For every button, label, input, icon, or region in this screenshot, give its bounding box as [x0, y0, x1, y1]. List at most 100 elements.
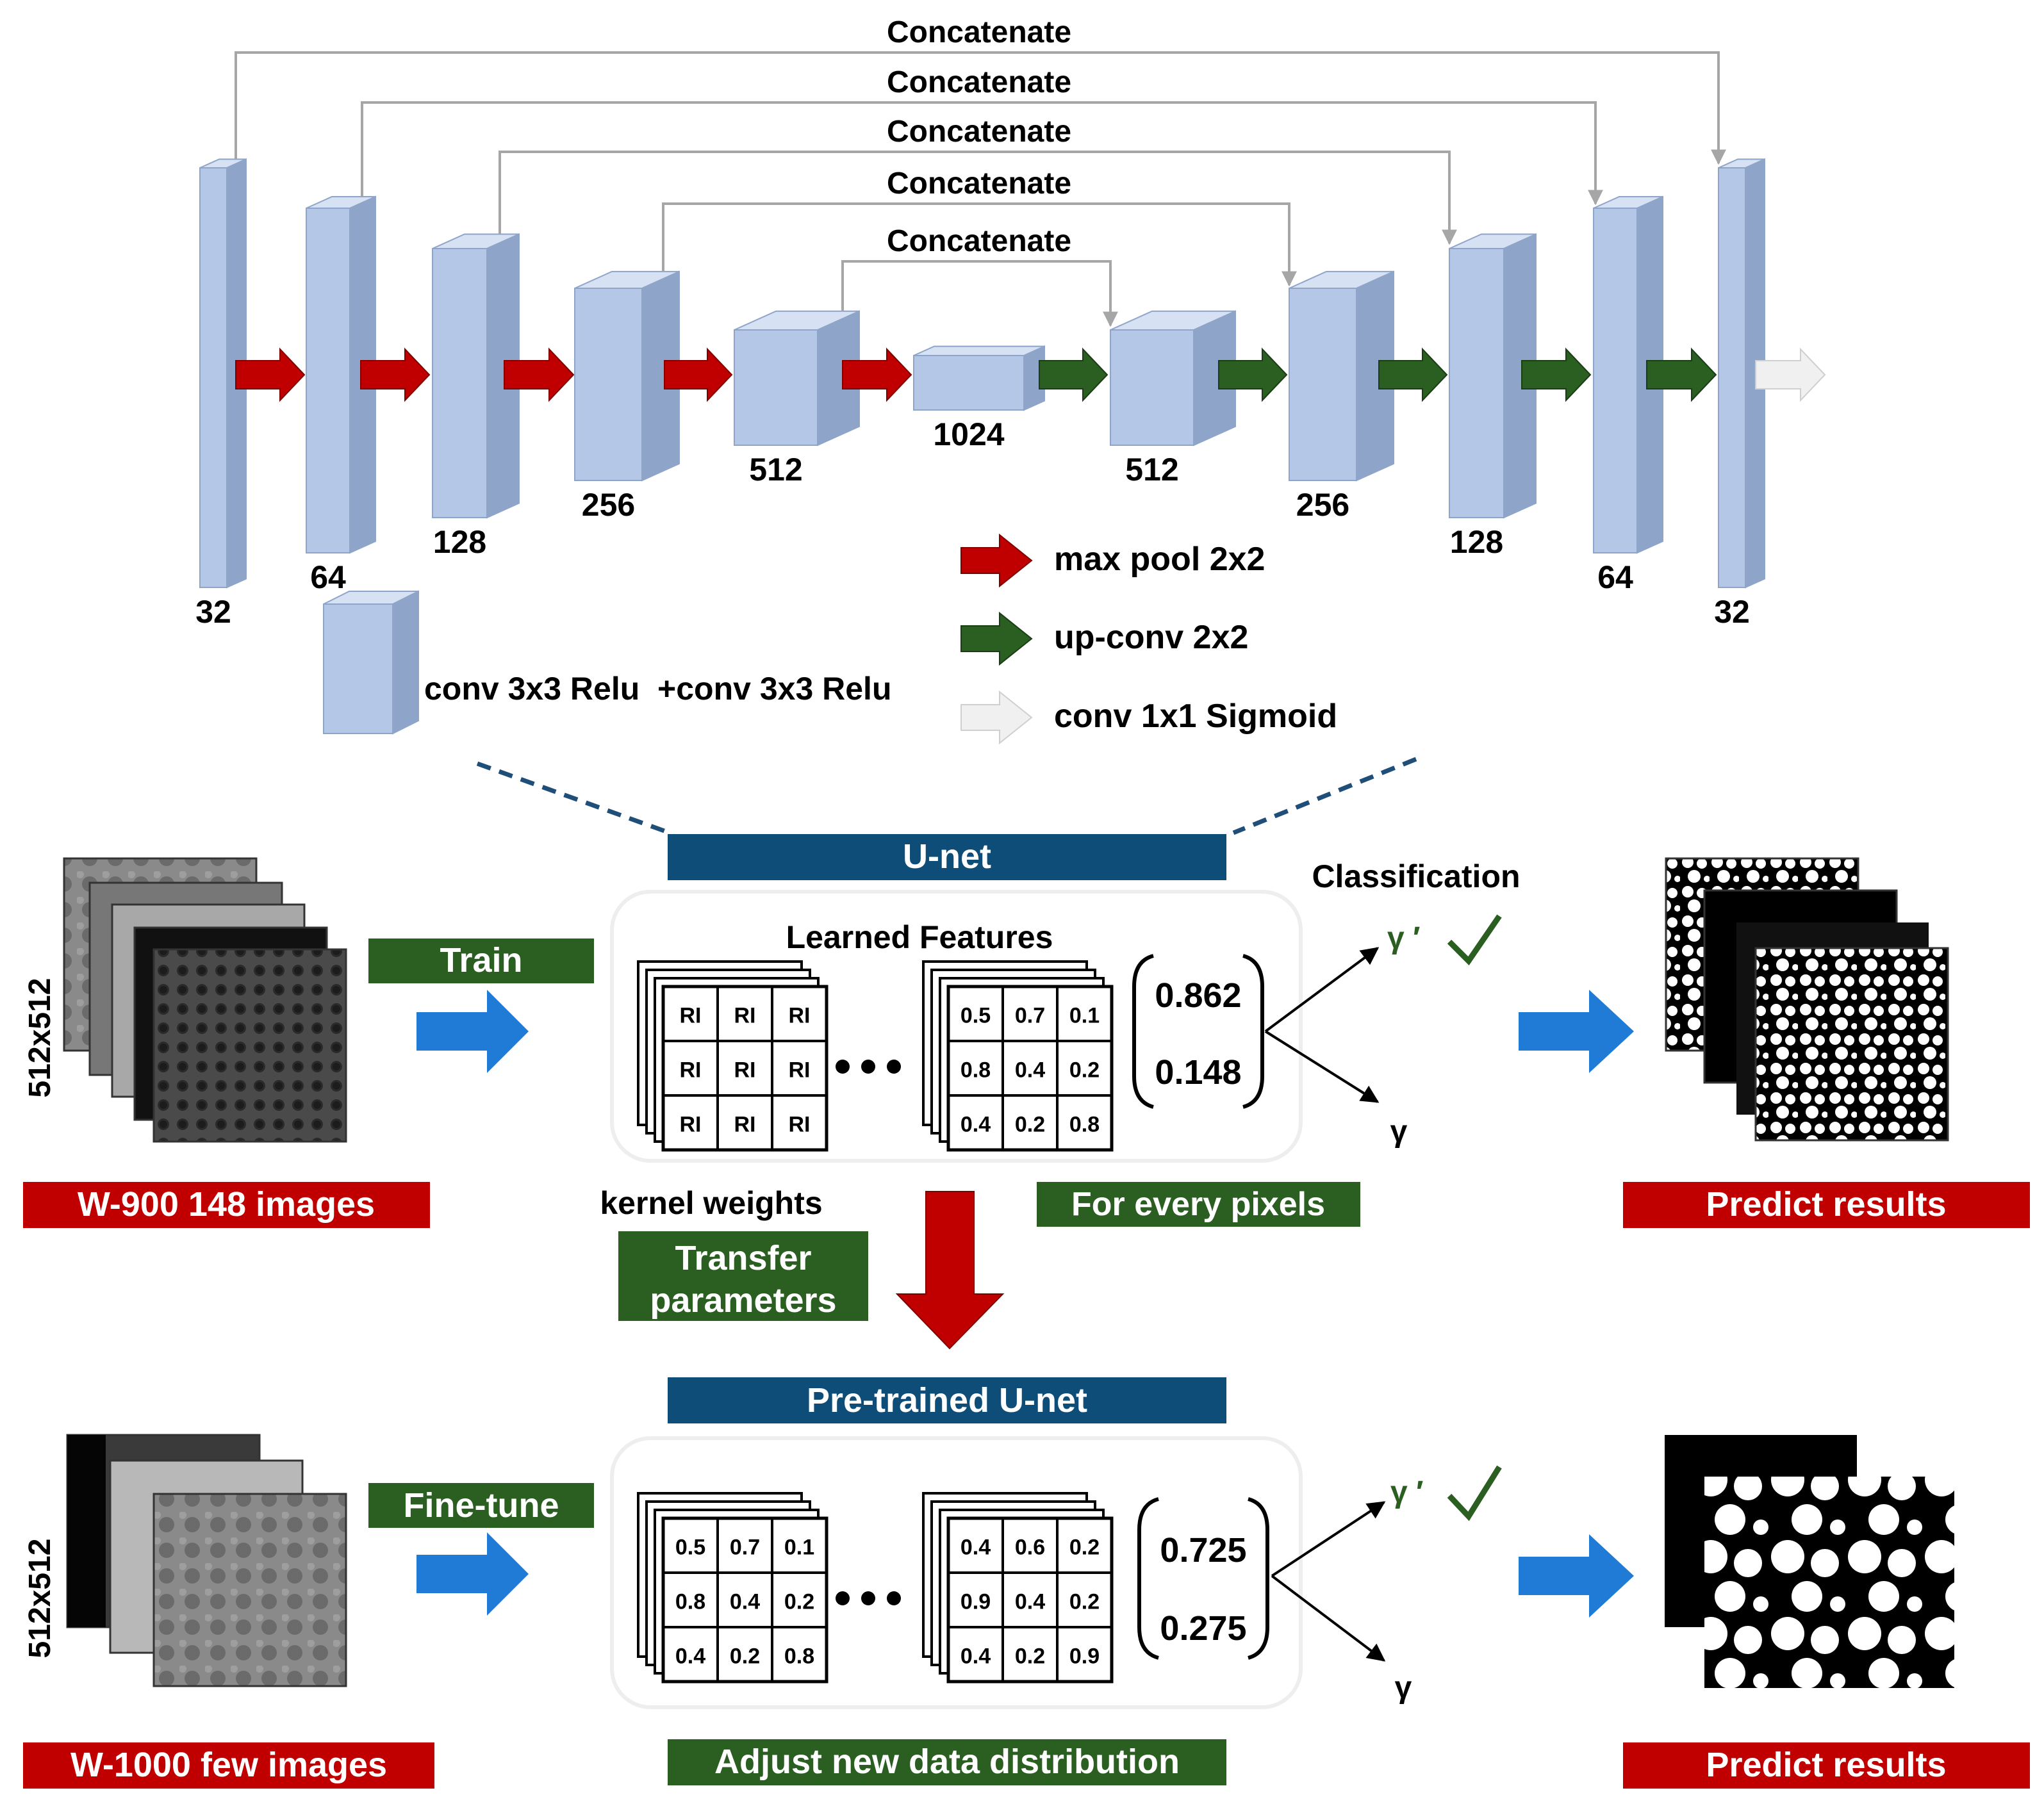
kernel-weights-label: kernel weights [600, 1185, 822, 1221]
bottom-gamma-prime: γ ′ [1390, 1475, 1424, 1509]
kernel-cell [1056, 1626, 1113, 1683]
unet-layer-arrows [235, 347, 1826, 402]
kernel-value: 0.2 [1015, 1113, 1045, 1137]
kernel-value: 0.9 [1069, 1644, 1100, 1669]
kernel-value: 0.2 [1069, 1590, 1100, 1614]
concatenate-line [499, 151, 1457, 245]
kernel-value: RI [680, 1058, 702, 1083]
kernel-value: 0.5 [675, 1536, 705, 1560]
channel-label: 512 [749, 452, 802, 488]
block-front-face [913, 355, 1025, 411]
zoom-line-left [476, 761, 671, 835]
block-front-face [574, 288, 643, 481]
block-front-face [199, 167, 227, 588]
pretrained-banner [668, 1377, 1226, 1423]
top-branch-up [1264, 947, 1380, 1033]
bottom-branch-down [1271, 1575, 1386, 1662]
bottom-branch-up [1271, 1501, 1386, 1577]
block-front-face [1718, 167, 1746, 588]
unet-banner-label: U-net [903, 837, 991, 876]
up-conv-arrow-3 [1521, 347, 1592, 402]
block-front-face [1289, 288, 1357, 481]
bottom-prob-2: 0.275 [1160, 1609, 1246, 1648]
kernel-value: 0.2 [1069, 1058, 1100, 1083]
kernel-cell [771, 1094, 828, 1151]
up-conv-arrow-4 [1646, 347, 1717, 402]
conv-block-7: 256 [1289, 270, 1394, 523]
unet-banner [668, 834, 1226, 880]
kernel-value: RI [789, 1113, 811, 1137]
kernel-value: 0.8 [960, 1058, 991, 1083]
channel-label: 32 [1714, 594, 1750, 630]
w900-label-box [23, 1182, 430, 1228]
channel-label: 1024 [933, 416, 1004, 452]
max-pool-arrow-3 [664, 347, 733, 402]
kernel-value: 0.2 [784, 1590, 814, 1614]
train-label-box [368, 938, 594, 983]
kernel-value: 0.2 [1015, 1644, 1045, 1669]
channel-label: 128 [433, 524, 486, 560]
max-pool-arrow-0 [235, 347, 306, 402]
block-front-face [1110, 329, 1194, 446]
kernel-value: 0.4 [960, 1113, 991, 1137]
channel-label: 64 [310, 559, 346, 595]
concatenate-0: Concatenate [235, 15, 1726, 165]
channel-label: 128 [1450, 524, 1503, 560]
kernel-value: 0.6 [1015, 1536, 1045, 1560]
train-flow-arrow [416, 990, 529, 1073]
bottom-ellipsis [836, 1591, 901, 1605]
concatenate-label: Concatenate [887, 167, 1071, 201]
max-pool-arrow-4 [842, 347, 912, 402]
for-every-pixels-label: For every pixels [1071, 1186, 1325, 1223]
legend-sigmoid-arrow [960, 690, 1033, 745]
top-predict-label: Predict results [1706, 1185, 1946, 1224]
transfer-params-line-1: Transfer [675, 1239, 811, 1277]
bottom-predict-label: Predict results [1706, 1746, 1946, 1784]
top-branch-down [1264, 1030, 1380, 1103]
bottom-predict-stack [1665, 1435, 1954, 1688]
up-conv-arrow-2 [1378, 347, 1448, 402]
bottom-predict-label-box [1623, 1742, 2030, 1789]
kernel-value: 0.8 [1069, 1113, 1100, 1137]
kernel-cell [771, 1626, 828, 1683]
train-label: Train [440, 941, 522, 979]
top-prob-bracket-right [1242, 954, 1264, 1109]
top-prob-1: 0.862 [1155, 976, 1241, 1015]
conv-block-4: 512 [734, 310, 860, 488]
channel-label: 64 [1597, 559, 1633, 595]
bottom-predict-flow-arrow [1519, 1534, 1634, 1618]
kernel-value: RI [734, 1004, 756, 1028]
conv-block-0: 32 [195, 158, 247, 630]
concatenate-3: Concatenate [662, 167, 1297, 287]
kernel-value: 0.5 [960, 1004, 991, 1028]
conv-block-9: 64 [1593, 195, 1663, 595]
adjust-label: Adjust new data distribution [714, 1742, 1180, 1781]
kernel-value: 0.4 [1015, 1590, 1045, 1614]
legend-sigmoid-label: conv 1x1 Sigmoid [1054, 698, 1337, 735]
kernel-value: 0.4 [730, 1590, 760, 1614]
top-prob-bracket-left [1132, 954, 1154, 1109]
legend-conv-label: conv 3x3 Relu +conv 3x3 Relu [424, 671, 892, 707]
legend: conv 3x3 Relu +conv 3x3 Relu max pool 2x… [323, 533, 1337, 745]
bottom-check-icon [1447, 1465, 1502, 1521]
zoom-line-right [1232, 757, 1417, 835]
kernel-value: RI [789, 1058, 811, 1083]
learned-features-label: Learned Features [786, 919, 1053, 955]
top-predict-stack [1665, 857, 1949, 1142]
w1000-input-stack [66, 1434, 347, 1687]
kernel-value: RI [680, 1113, 702, 1137]
bottom-gamma: γ [1395, 1671, 1412, 1705]
kernel-value: 0.7 [1015, 1004, 1045, 1028]
kernel-value: 0.2 [730, 1644, 760, 1669]
kernel-value: 0.1 [1069, 1004, 1100, 1028]
block-front-face [734, 329, 818, 446]
bottom-prob-1: 0.725 [1160, 1531, 1246, 1569]
top-predict-flow-arrow [1519, 990, 1634, 1073]
legend-max-pool-arrow [960, 533, 1033, 588]
concatenate-2: Concatenate [499, 115, 1457, 245]
pretrained-banner-label: Pre-trained U-net [807, 1381, 1087, 1420]
